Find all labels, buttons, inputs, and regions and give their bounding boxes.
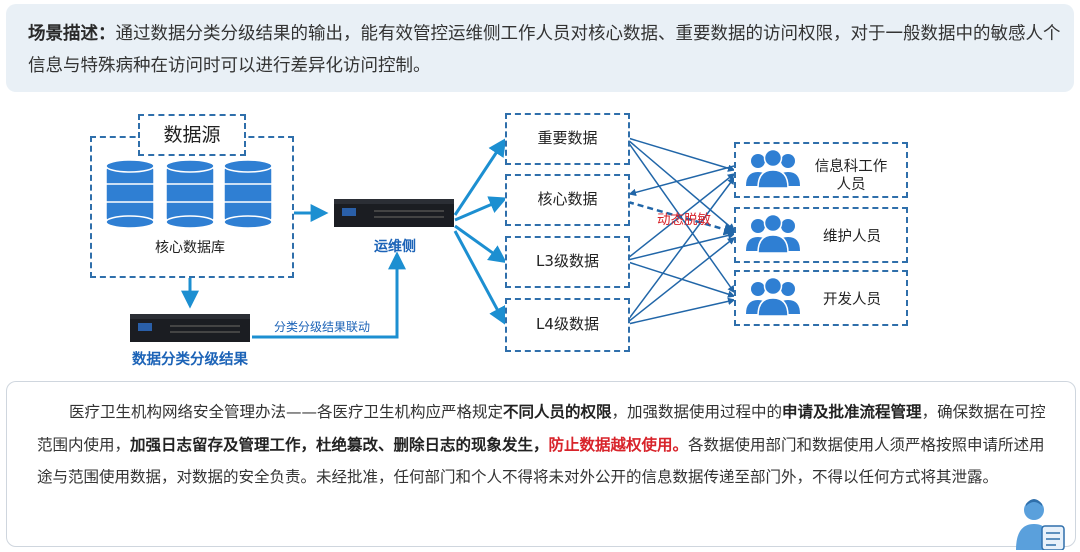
user-it-staff: 信息科工作人员	[812, 158, 890, 194]
classification-result-label: 数据分类分级结果	[110, 348, 270, 369]
data-type-l4: L4级数据	[505, 313, 630, 334]
link-label: 分类分级结果联动	[274, 318, 370, 335]
database-icon	[104, 160, 276, 230]
regulation-bold-2: 申请及批准流程管理	[782, 403, 922, 421]
data-type-important: 重要数据	[505, 127, 630, 148]
ops-server-icon	[334, 195, 456, 231]
user-developers: 开发人员	[806, 288, 898, 309]
regulation-red-1: 防止数据越权使用。	[549, 436, 689, 454]
user-maintenance: 维护人员	[806, 225, 898, 246]
ops-label: 运维侧	[350, 236, 440, 256]
regulation-part-1: 医疗卫生机构网络安全管理办法——各医疗卫生机构应严格规定	[69, 403, 503, 421]
user-group-icon	[744, 213, 802, 253]
result-server-icon	[130, 310, 252, 346]
data-type-core: 核心数据	[505, 188, 630, 209]
regulation-text: 医疗卫生机构网络安全管理办法——各医疗卫生机构应严格规定不同人员的权限，加强数据…	[37, 396, 1047, 494]
data-source-title: 数据源	[138, 114, 246, 156]
regulation-bold-3: 加强日志留存及管理工作，杜绝篡改、删除日志的现象发生，	[130, 436, 549, 454]
regulation-panel: 医疗卫生机构网络安全管理办法——各医疗卫生机构应严格规定不同人员的权限，加强数据…	[6, 381, 1076, 547]
data-type-l3: L3级数据	[505, 250, 630, 271]
regulation-part-2: ，加强数据使用过程中的	[612, 403, 783, 421]
user-group-icon	[744, 276, 802, 316]
data-source-title-text: 数据源	[163, 124, 220, 146]
doctor-icon	[1012, 496, 1068, 550]
dynamic-masking-label: 动态脱敏	[657, 208, 711, 228]
regulation-bold-1: 不同人员的权限	[503, 403, 612, 421]
core-database-label: 核心数据库	[120, 237, 260, 257]
user-group-icon	[744, 148, 802, 188]
